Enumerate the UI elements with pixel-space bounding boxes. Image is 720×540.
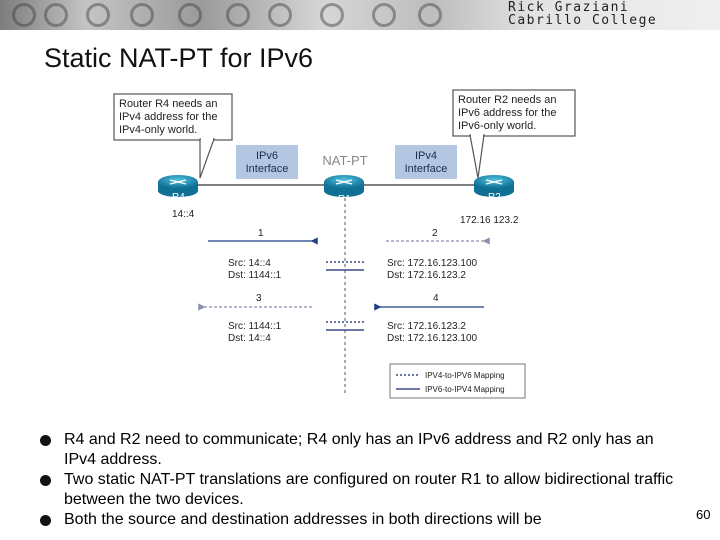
r2-address: 172.16 123.2 xyxy=(460,215,519,226)
banner-decoration xyxy=(418,3,442,27)
banner-decoration xyxy=(178,3,202,27)
bullet-item: Both the source and destination addresse… xyxy=(40,510,680,530)
banner-decoration xyxy=(86,3,110,27)
diagram-legend: IPV4-to-IPV6 Mapping IPV6-to-IPV4 Mappin… xyxy=(389,363,526,399)
r4-address: 14::4 xyxy=(172,209,195,220)
callout-r2-line3: IPv6-only world. xyxy=(458,120,536,132)
callout-r4-line2: IPv4 address for the xyxy=(119,111,217,123)
ipv6-interface-line1: IPv6 xyxy=(256,150,278,162)
nat-pt-label: NAT-PT xyxy=(322,153,367,168)
flow-3: 3 Src: 1144::1 Dst: 14::4 xyxy=(198,293,312,344)
flow-1-dst: Dst: 1144::1 xyxy=(228,270,282,281)
legend-ipv4-to-ipv6: IPV4-to-IPV6 Mapping xyxy=(425,371,505,380)
ipv4-interface-line1: IPv4 xyxy=(415,150,437,162)
flow-1-number: 1 xyxy=(258,228,264,239)
bullet-text: Two static NAT-PT translations are confi… xyxy=(64,471,674,508)
page-number: 60 xyxy=(696,507,711,522)
banner-decoration xyxy=(320,3,344,27)
flow-3-dst: Dst: 14::4 xyxy=(228,333,271,344)
router-r2-icon xyxy=(474,175,514,197)
banner-decoration xyxy=(226,3,250,27)
page-title: Static NAT-PT for IPv6 xyxy=(44,43,314,73)
ipv6-interface-line2: Interface xyxy=(246,163,289,175)
bullet-text: R4 and R2 need to communicate; R4 only h… xyxy=(64,431,654,468)
router-r4-label: R4 xyxy=(172,192,185,203)
ipv4-interface-box: IPv4 Interface xyxy=(395,145,457,179)
bullet-icon xyxy=(40,515,51,526)
banner-decoration xyxy=(268,3,292,27)
ipv6-interface-box: IPv6 Interface xyxy=(236,145,298,179)
flow-1: 1 Src: 14::4 Dst: 1144::1 xyxy=(208,228,318,281)
banner-decoration xyxy=(44,3,68,27)
callout-r2-line1: Router R2 needs an xyxy=(458,94,556,106)
banner-decoration xyxy=(12,3,36,27)
flow-3-src: Src: 1144::1 xyxy=(228,321,282,332)
router-r2-label: R2 xyxy=(488,192,501,203)
author-credit: Rick Graziani Cabrillo College xyxy=(508,1,657,27)
banner-decoration xyxy=(130,3,154,27)
flow-4-number: 4 xyxy=(433,293,439,304)
bullet-icon xyxy=(40,435,51,446)
bullet-item: R4 and R2 need to communicate; R4 only h… xyxy=(40,430,680,470)
bullet-item: Two static NAT-PT translations are confi… xyxy=(40,470,680,510)
flow-1-src: Src: 14::4 xyxy=(228,258,271,269)
router-r1-icon xyxy=(324,175,364,197)
callout-r2: Router R2 needs an IPv6 address for the … xyxy=(452,89,576,179)
ipv4-interface-line2: Interface xyxy=(405,163,448,175)
flow-2: 2 Src: 172.16.123.100 Dst: 172.16.123.2 xyxy=(384,228,490,281)
bullet-list: R4 and R2 need to communicate; R4 only h… xyxy=(40,430,680,530)
callout-r4-line3: IPv4-only world. xyxy=(119,124,197,136)
author-name: Rick Graziani xyxy=(508,0,630,15)
flow-4-dst: Dst: 172.16.123.100 xyxy=(387,333,478,344)
flow-4: 4 Src: 172.16.123.2 Dst: 172.16.123.100 xyxy=(374,293,484,344)
callout-r4: Router R4 needs an IPv4 address for the … xyxy=(113,93,233,179)
callout-r2-line2: IPv6 address for the xyxy=(458,107,556,119)
router-r4-icon xyxy=(158,175,198,197)
banner-decoration xyxy=(372,3,396,27)
callout-r4-line1: Router R4 needs an xyxy=(119,98,217,110)
bullet-text: Both the source and destination addresse… xyxy=(64,511,542,528)
flow-2-dst: Dst: 172.16.123.2 xyxy=(387,270,466,281)
flow-2-number: 2 xyxy=(432,228,438,239)
flow-3-number: 3 xyxy=(256,293,262,304)
mapping-marks xyxy=(326,261,364,331)
header-banner: Rick Graziani Cabrillo College xyxy=(0,0,720,30)
flow-2-src: Src: 172.16.123.100 xyxy=(387,258,478,269)
bullet-icon xyxy=(40,475,51,486)
legend-ipv6-to-ipv4: IPV6-to-IPV4 Mapping xyxy=(425,385,505,394)
flow-4-src: Src: 172.16.123.2 xyxy=(387,321,466,332)
college-name: Cabrillo College xyxy=(508,13,658,28)
